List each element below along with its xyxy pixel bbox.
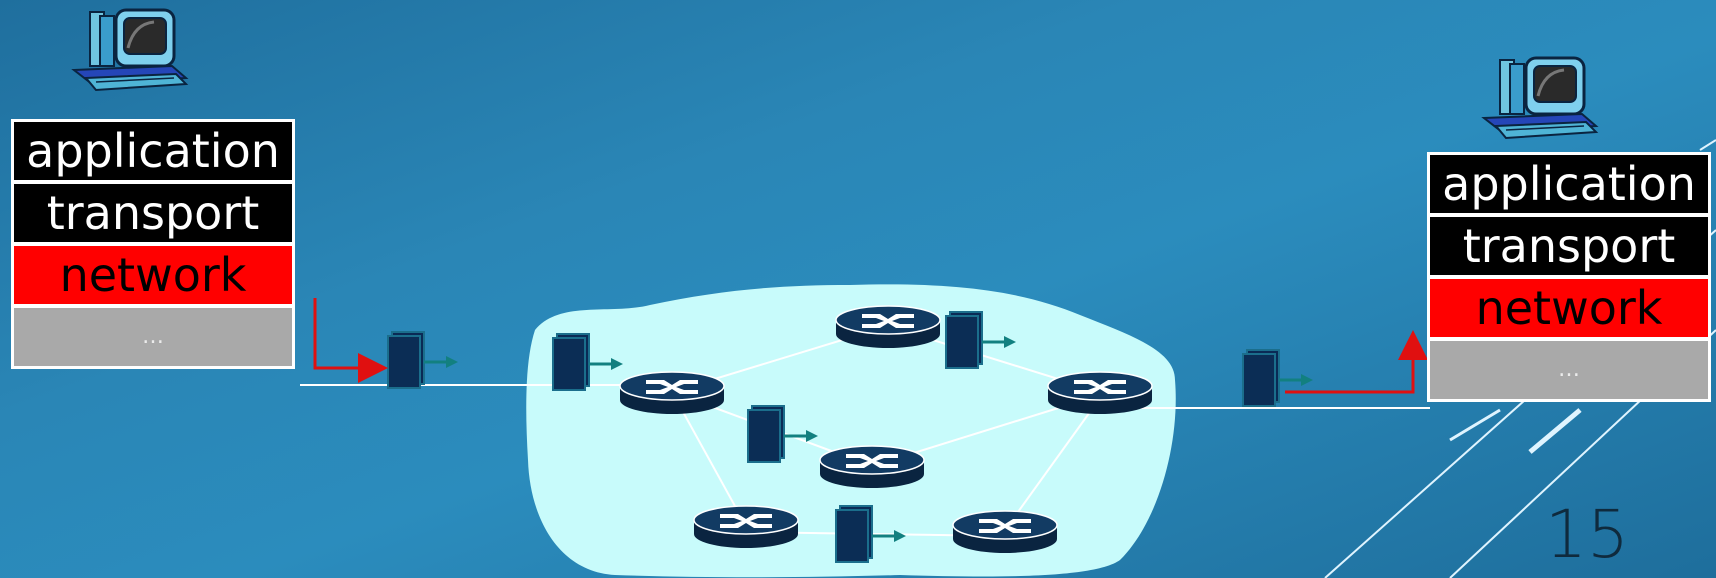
- datagram-packet-icon: [1241, 348, 1315, 408]
- transport-layer: transport: [1430, 217, 1708, 275]
- router-icon: [1047, 371, 1153, 415]
- left-host-protocol-stack: application transport network …: [11, 119, 295, 369]
- lower-layers: …: [1430, 341, 1708, 399]
- transport-layer: transport: [14, 184, 292, 242]
- network-layer: network: [14, 246, 292, 304]
- datagram-packet-icon: [386, 330, 460, 390]
- network-layer: network: [1430, 279, 1708, 337]
- receive-path-arrow: [1285, 330, 1428, 394]
- network-cloud: [526, 284, 1176, 578]
- application-layer: application: [14, 122, 292, 180]
- router-icon: [819, 445, 925, 489]
- desktop-computer-icon: [72, 8, 188, 92]
- router-icon: [952, 510, 1058, 554]
- router-icon: [619, 371, 725, 415]
- send-path-arrow: [313, 298, 388, 383]
- application-layer: application: [1430, 155, 1708, 213]
- router-icon: [693, 505, 799, 549]
- lower-layers: …: [14, 308, 292, 366]
- right-host-protocol-stack: application transport network …: [1427, 152, 1711, 402]
- router-icon: [835, 305, 941, 349]
- slide-number: 15: [1545, 496, 1629, 573]
- desktop-computer-icon: [1482, 56, 1598, 140]
